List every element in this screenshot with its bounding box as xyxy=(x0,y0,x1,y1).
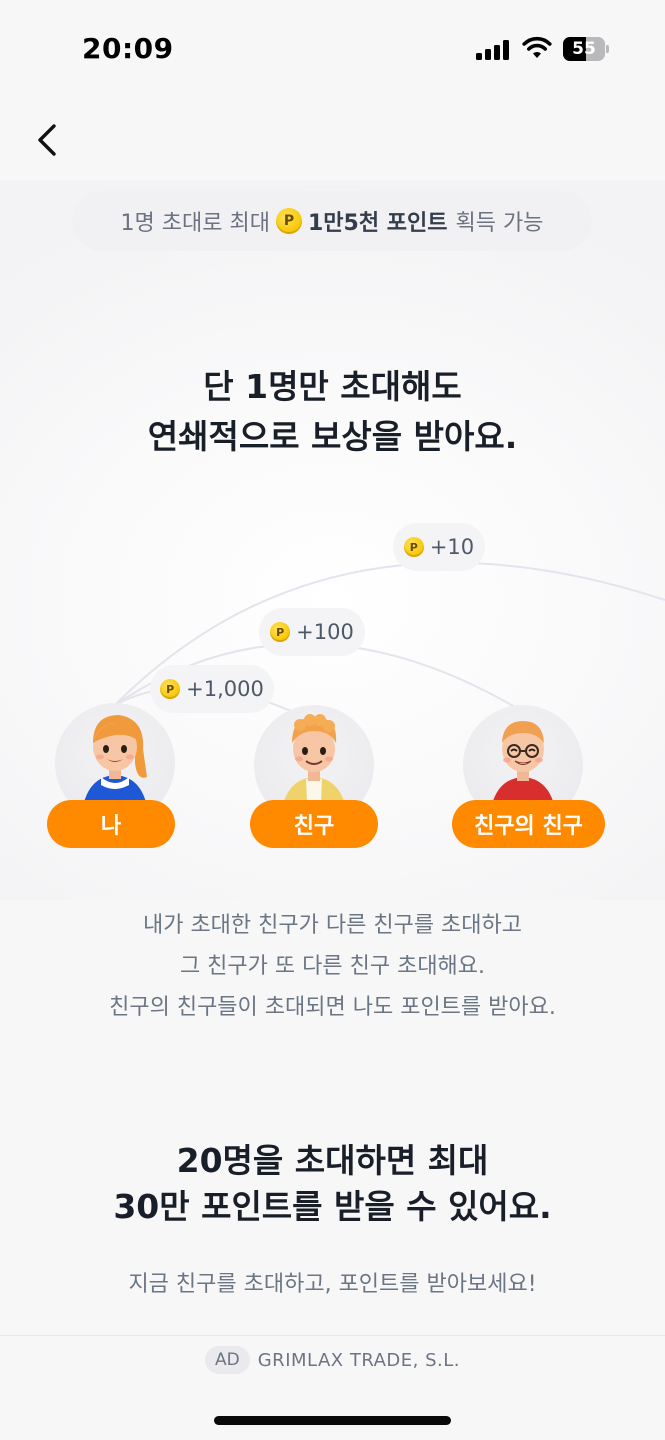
person-tag-friend: 친구 xyxy=(250,800,378,848)
back-button[interactable] xyxy=(30,120,66,160)
battery-fill xyxy=(563,37,587,61)
description-line2: 그 친구가 또 다른 친구 초대해요. xyxy=(179,954,486,979)
hero-title-line2: 연쇄적으로 보상을 받아요. xyxy=(147,417,518,456)
divider xyxy=(0,1335,665,1336)
banner-amount: 1만5천 포인트 xyxy=(307,211,448,236)
cellular-signal-icon xyxy=(476,40,510,60)
banner-suffix: 획득 가능 xyxy=(455,211,544,236)
status-time: 20:09 xyxy=(82,32,174,65)
point-coin-icon: P xyxy=(270,622,291,642)
ad-badge: AD xyxy=(205,1346,250,1374)
wifi-icon xyxy=(522,36,552,58)
reward-amount: +10 xyxy=(429,535,475,559)
banner-prefix: 1명 초대로 최대 xyxy=(120,211,270,236)
section2-title-line2: 30만 포인트를 받을 수 있어요. xyxy=(113,1187,552,1226)
section2-subtitle: 지금 친구를 초대하고, 포인트를 받아보세요! xyxy=(128,1272,537,1297)
hero-title-line1: 단 1명만 초대해도 xyxy=(203,367,462,406)
reward-pill-100: P +100 xyxy=(259,608,365,656)
section2-title: 20명을 초대하면 최대 30만 포인트를 받을 수 있어요. xyxy=(0,1138,665,1230)
description-line1: 내가 초대한 친구가 다른 친구를 초대하고 xyxy=(142,913,523,938)
chain-description: 내가 초대한 친구가 다른 친구를 초대하고 그 친구가 또 다른 친구 초대해… xyxy=(0,905,665,1028)
battery-level: 55 xyxy=(572,39,596,59)
reward-pill-10: P +10 xyxy=(393,523,485,571)
status-bar: 20:09 55 xyxy=(0,0,665,100)
home-indicator[interactable] xyxy=(214,1416,451,1425)
point-coin-icon: P xyxy=(275,208,302,234)
ad-disclosure: AD GRIMLAX TRADE, S.L. xyxy=(0,1346,665,1374)
person-tag-friend-of-friend: 친구의 친구 xyxy=(452,800,605,848)
battery-icon: 55 xyxy=(563,37,609,61)
section2-title-line1: 20명을 초대하면 최대 xyxy=(176,1141,489,1180)
description-line3: 친구의 친구들이 초대되면 나도 포인트를 받아요. xyxy=(109,995,556,1020)
hero-title: 단 1명만 초대해도 연쇄적으로 보상을 받아요. xyxy=(0,362,665,462)
reward-amount: +100 xyxy=(296,620,354,644)
max-points-banner: 1명 초대로 최대 P 1만5천 포인트 획득 가능 xyxy=(72,191,592,251)
advertiser-name: GRIMLAX TRADE, S.L. xyxy=(257,1349,460,1371)
point-coin-icon: P xyxy=(403,537,424,557)
reward-pill-1000: P +1,000 xyxy=(150,665,274,713)
person-tag-me: 나 xyxy=(47,800,175,848)
point-coin-icon: P xyxy=(160,679,181,699)
reward-amount: +1,000 xyxy=(186,677,264,701)
